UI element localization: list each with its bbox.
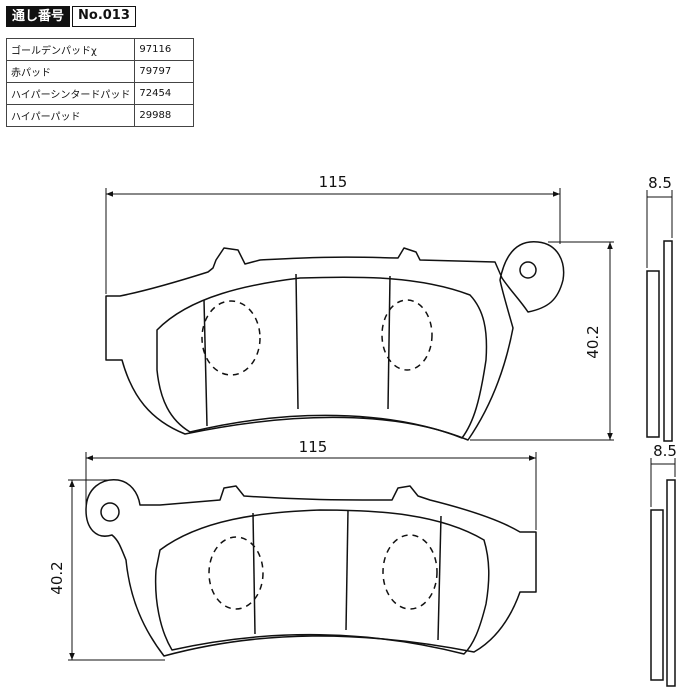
bottom-backing-plate: [85, 479, 537, 657]
table-row: ハイパーシンタードパッド 72454: [5, 82, 195, 105]
top-friction-material: [156, 276, 488, 439]
piston-contact-area: [381, 299, 433, 371]
top-width-label: 115: [319, 173, 348, 191]
bottom-pad-side-view: [650, 479, 676, 687]
bottom-friction-material: [154, 509, 490, 655]
serial-number-value: No.013: [72, 6, 136, 27]
friction-groove: [295, 273, 299, 410]
serial-number-label: 通し番号: [6, 6, 71, 27]
friction-groove: [345, 509, 349, 631]
bottom-width-dimension: [85, 452, 537, 530]
bottom-pad-front-view: [85, 479, 537, 657]
part-header: 通し番号 No.013: [6, 6, 136, 27]
piston-contact-area: [208, 536, 264, 610]
top-thickness-dimension: [646, 190, 673, 268]
mounting-hole-top: [519, 261, 537, 279]
bottom-height-dimension: [68, 479, 165, 661]
top-pad-side-view: [646, 240, 673, 442]
pad-compatibility-table: ゴールデンパッドχ 97116 赤パッド 79797 ハイパーシンタードパッド …: [5, 38, 195, 127]
bottom-width-label: 115: [299, 438, 328, 456]
pad-name: ハイパーパッド: [5, 104, 136, 127]
piston-contact-area: [382, 534, 438, 610]
mounting-hole-bottom: [100, 502, 120, 522]
friction-groove: [437, 515, 442, 641]
pad-code: 29988: [134, 104, 195, 127]
table-row: ハイパーパッド 29988: [5, 104, 195, 127]
piston-contact-area: [201, 300, 261, 376]
bottom-height-label: 40.2: [48, 561, 66, 594]
top-height-dimension: [470, 241, 614, 441]
top-width-dimension: [105, 188, 561, 294]
table-row: 赤パッド 79797: [5, 60, 195, 83]
top-backing-plate: [105, 241, 565, 441]
top-thickness-label: 8.5: [648, 174, 672, 192]
table-row: ゴールデンパッドχ 97116: [5, 38, 195, 61]
friction-groove: [252, 512, 256, 635]
bottom-thickness-label: 8.5: [653, 442, 677, 460]
friction-groove: [387, 275, 391, 410]
top-pad-front-view: [105, 241, 565, 441]
top-height-label: 40.2: [584, 325, 602, 358]
bottom-thickness-dimension: [650, 458, 676, 507]
